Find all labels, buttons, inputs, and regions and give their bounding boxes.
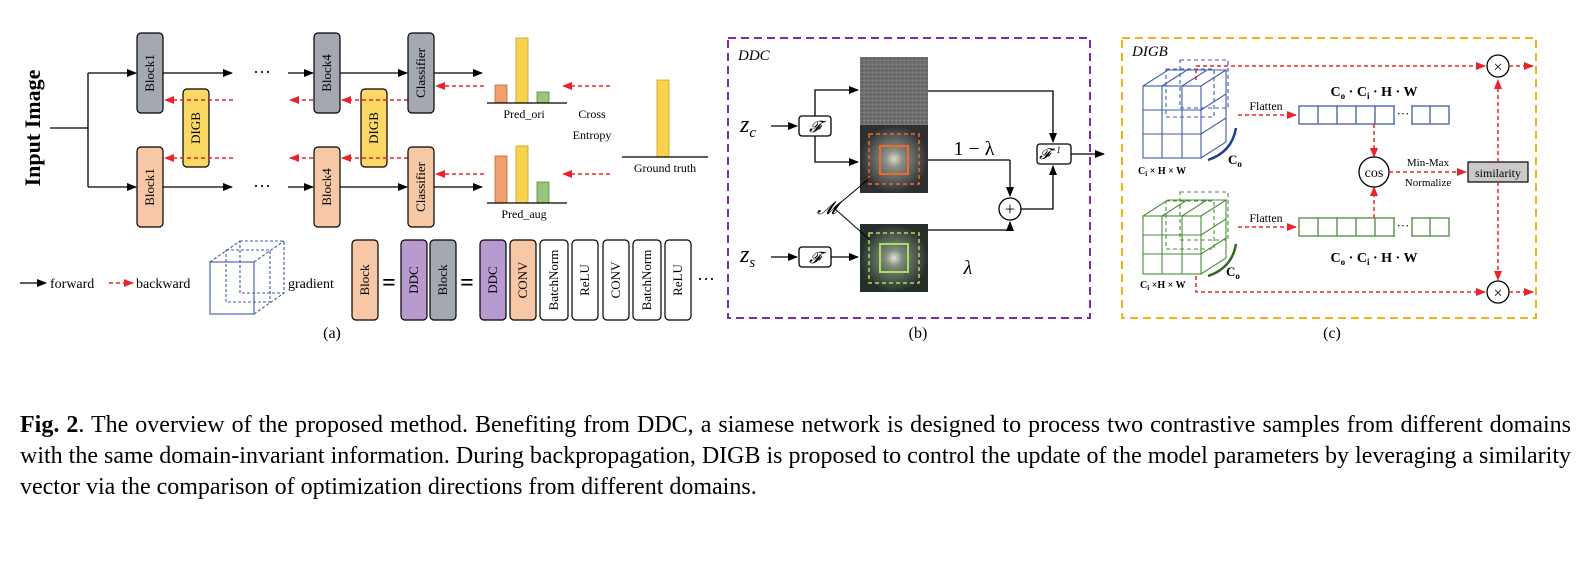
eq-batchnorm-2 (632, 239, 662, 321)
vector-top (1298, 105, 1450, 125)
pred-ori-bars (487, 37, 567, 104)
content-image (860, 57, 928, 125)
eq-equals-1: = (382, 270, 396, 296)
panel-a-sublabel: (a) (323, 325, 341, 342)
mask-label: 𝓜 (817, 198, 843, 218)
pred-aug-bars (487, 145, 567, 204)
panel-c-sublabel: (c) (1323, 325, 1341, 342)
digb-box-left (182, 88, 210, 168)
gradient-cube-green (1142, 191, 1238, 278)
block1-top-label: Block1 (142, 54, 157, 92)
eq-block-label: Block (357, 264, 372, 296)
eq-ddc-2-label: DDC (485, 266, 500, 293)
pred-aug-bar-2 (515, 145, 529, 204)
dims-top: Ci × H × W (1138, 166, 1186, 178)
figure-caption: Fig. 2. The overview of the proposed met… (20, 410, 1571, 503)
ground-truth-label: Ground truth (634, 161, 696, 175)
eq-ddc (400, 239, 428, 321)
flatten-bottom: Flatten (1249, 211, 1282, 225)
lambda-label: λ (963, 257, 973, 279)
panel-c: DIGB Ci × H × W Co (1121, 37, 1537, 342)
pred-ori-bar-3 (536, 91, 550, 104)
eq-block-gray (429, 239, 457, 321)
classifier-bottom-label: Classifier (413, 161, 428, 211)
one-minus-lambda: 1 − λ (954, 138, 995, 160)
digb-border (1121, 37, 1537, 319)
ground-truth-bar (656, 79, 670, 158)
eq-block-gray-label: Block (435, 264, 450, 296)
zc-label: zc (739, 112, 756, 141)
vector-bottom-ellipsis: ··· (1397, 218, 1410, 233)
co-bottom: Co (1226, 264, 1240, 281)
eq-ddc-2 (479, 239, 507, 321)
eq-batchnorm-2-label: BatchNorm (639, 250, 654, 311)
legend-gradient: gradient (288, 277, 334, 292)
pred-ori-label: Pred_ori (503, 107, 545, 121)
eq-relu-2 (664, 239, 692, 321)
pred-aug-bar-3 (536, 181, 550, 204)
eq-ddc-label: DDC (406, 266, 421, 293)
digb-box-right (360, 88, 388, 168)
flatten-top: Flatten (1249, 99, 1282, 113)
block4-bottom-label: Block4 (319, 168, 334, 206)
eq-conv-1 (509, 239, 537, 321)
eq-equals-2: = (460, 270, 474, 296)
panel-b: DDC zc 𝓕 zs 𝓕 𝓜 1 − λ λ (727, 37, 1105, 342)
legend-forward: forward (50, 277, 94, 292)
content-spectrum (860, 125, 928, 193)
pred-ori-bar-2 (515, 37, 529, 104)
normalize-label: Normalize (1405, 177, 1452, 189)
caption-text: . The overview of the proposed method. B… (20, 412, 1572, 500)
dims-bottom: Ci ×H × W (1140, 280, 1186, 292)
min-max-label: Min-Max (1407, 157, 1450, 169)
ellipsis-bottom: ··· (253, 176, 271, 196)
co-top: Co (1228, 152, 1242, 169)
multiply-bottom-symbol: × (1493, 285, 1502, 302)
formula-bottom: Co · Ci · H · W (1331, 251, 1418, 267)
caption-label: Fig. 2 (20, 412, 79, 438)
figure-diagram: Input Image Block1 Block1 DIGB ··· ··· B… (20, 32, 1537, 342)
input-image-label: Input Image (20, 69, 45, 186)
cross-label: Cross (578, 107, 606, 121)
digb-title: DIGB (1131, 44, 1168, 60)
similarity-label: similarity (1475, 166, 1521, 180)
eq-block (351, 239, 379, 321)
entropy-label: Entropy (573, 128, 612, 142)
panel-a: Input Image Block1 Block1 DIGB ··· ··· B… (20, 32, 715, 342)
pred-aug-label: Pred_aug (501, 207, 546, 221)
eq-relu-1 (571, 239, 599, 321)
block4-top-label: Block4 (319, 54, 334, 92)
eq-conv-2 (602, 239, 630, 321)
gradient-cube-blue (1142, 59, 1238, 162)
eq-relu-1-label: ReLU (577, 264, 592, 296)
ellipsis-top: ··· (253, 62, 271, 82)
eq-relu-2-label: ReLU (670, 264, 685, 296)
gradient-cube-icon (209, 240, 285, 315)
style-spectrum (860, 224, 928, 292)
digb-right-label: DIGB (366, 112, 381, 144)
legend-backward: backward (136, 277, 190, 292)
eq-ellipsis: ··· (697, 269, 715, 289)
pred-aug-bar-1 (494, 155, 508, 204)
formula-top: Co · Ci · H · W (1331, 85, 1418, 101)
cos-label: cos (1365, 166, 1384, 181)
block1-bottom-label: Block1 (142, 168, 157, 206)
eq-conv-1-label: CONV (515, 261, 530, 298)
eq-batchnorm-1-label: BatchNorm (546, 250, 561, 311)
zs-label: zs (739, 242, 755, 271)
eq-conv-2-label: CONV (608, 261, 623, 298)
panel-b-sublabel: (b) (909, 325, 928, 342)
digb-left-label: DIGB (188, 112, 203, 144)
plus-symbol: + (1005, 199, 1015, 219)
classifier-top-label: Classifier (413, 47, 428, 97)
pred-ori-bar-1 (494, 84, 508, 104)
eq-batchnorm-1 (539, 239, 569, 321)
vector-bottom (1298, 217, 1450, 237)
vector-top-ellipsis: ··· (1397, 106, 1410, 121)
multiply-top-symbol: × (1493, 59, 1502, 76)
ddc-border (727, 37, 1091, 319)
ddc-title: DDC (737, 48, 771, 64)
